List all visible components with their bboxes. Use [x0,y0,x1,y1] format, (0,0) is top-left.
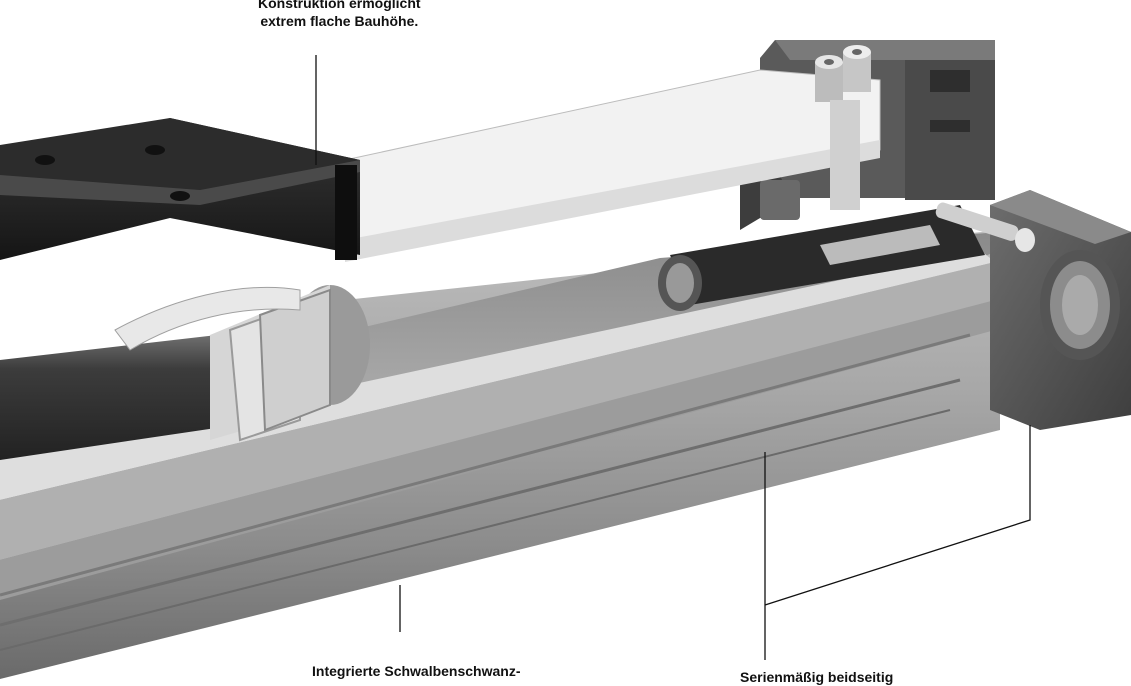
front-end-cap [935,190,1131,430]
callout-bottom-left: Integrierte Schwalbenschwanz- [312,663,521,679]
piston-assembly [0,285,370,460]
callout-top-line2: extrem flache Bauhöhe. [260,13,419,29]
inner-rod [658,205,985,311]
leader-lines [315,55,1031,660]
profile-tube [0,230,1000,679]
leader-line-bottom-right-branch [764,425,1031,606]
callout-top-line1: Konstruktion ermöglicht [258,0,421,11]
carriage [0,118,360,260]
callout-bottom-right: Serienmäßig beidseitig [740,669,894,685]
callout-top: Konstruktion ermöglicht extrem flache Ba… [258,0,421,30]
screws-rear [815,45,871,210]
